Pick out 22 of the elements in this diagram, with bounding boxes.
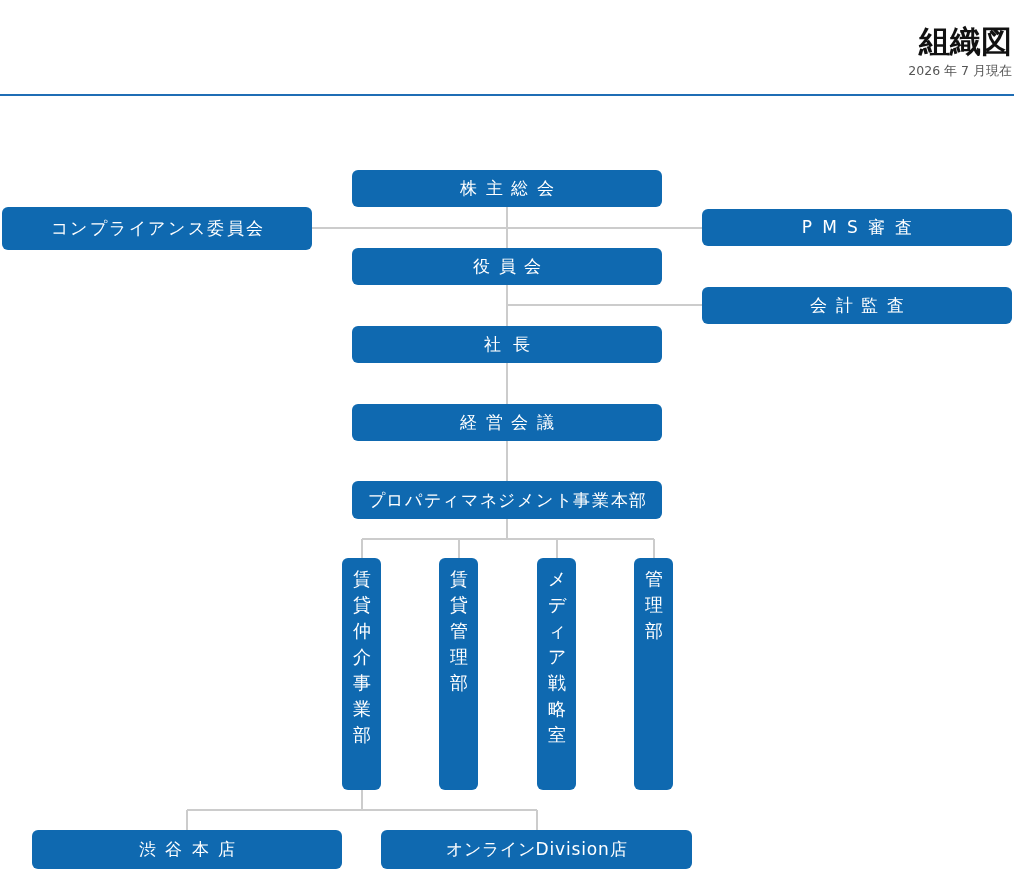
org-box: 役員会 (352, 248, 662, 285)
connector-line (186, 789, 538, 831)
org-box: 株主総会 (352, 170, 662, 207)
department-box: 賃貸仲介事業部 (342, 558, 381, 790)
org-box: 渋谷本店 (32, 830, 342, 869)
department-box: メディア戦略室 (537, 558, 576, 790)
connector-line (506, 440, 508, 482)
org-box: オンラインDivision店 (381, 830, 692, 869)
connector-line (361, 518, 655, 559)
connector-line (506, 284, 703, 327)
page-title: 組織図 (919, 22, 1012, 61)
org-box: 会計監査 (702, 287, 1012, 324)
department-box: 賃貸管理部 (439, 558, 478, 790)
connector-line (506, 362, 508, 405)
department-box: 管理部 (634, 558, 673, 790)
connector-line (311, 206, 703, 249)
date-note: 2026 年 7 月現在 (908, 63, 1012, 80)
org-box: PMS審査 (702, 209, 1012, 246)
org-box: プロパティマネジメント事業本部 (352, 481, 662, 519)
org-box: 経営会議 (352, 404, 662, 441)
org-box: コンプライアンス委員会 (2, 207, 312, 250)
org-box: 社長 (352, 326, 662, 363)
